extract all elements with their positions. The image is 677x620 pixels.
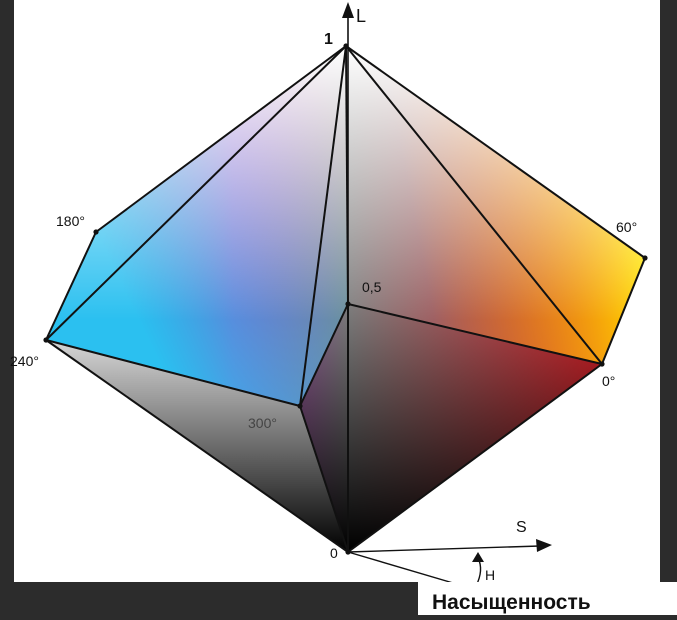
edge-h240-h300: [45, 339, 301, 407]
hue-label-180: 180°: [56, 213, 85, 229]
edge-T-h300: [299, 45, 347, 407]
edge-T-h60: [345, 45, 646, 259]
hue-arc-arrowhead: [472, 552, 484, 562]
face-bottom-dark: [46, 304, 602, 552]
vertex-h240: [43, 337, 49, 343]
axis-label-h: H: [485, 567, 495, 583]
edge-T-h240: [45, 45, 347, 341]
edge-M-h0: [347, 303, 603, 365]
lightness-mark-mid: 0,5: [362, 279, 382, 295]
hue-label-0: 0°: [602, 373, 615, 389]
hue-label-240: 240°: [10, 353, 39, 369]
bicone-edges: [45, 45, 646, 553]
saturation-axis: [347, 545, 541, 553]
vertex-h180: [93, 229, 99, 235]
edge-h300-M: [299, 303, 349, 407]
axis-label-s: S: [516, 519, 527, 536]
edge-T-h0: [345, 45, 603, 365]
face-top-light: [46, 46, 645, 406]
lightness-axis-arrowhead: [342, 2, 354, 18]
saturation-axis-arrowhead: [536, 539, 552, 552]
lightness-mark-top: 1: [324, 31, 333, 48]
edge-h240-h180: [45, 231, 97, 341]
vertex-h60: [642, 255, 648, 261]
edge-h60-h0: [601, 257, 646, 365]
caption: Насыщенность: [432, 591, 591, 614]
hue-label-60: 60°: [616, 219, 637, 235]
edge-h0-B: [347, 363, 603, 553]
caption-strip: [418, 582, 677, 615]
edge-h180-T: [95, 45, 347, 233]
hue-label-300: 300°: [248, 415, 277, 431]
edge-B-h240: [45, 339, 349, 553]
bicone-faces: [46, 46, 645, 552]
edge-h300-B: [299, 405, 349, 553]
vertex-h300: [297, 403, 303, 409]
bicone-vertices: [43, 43, 648, 555]
axis-label-l: L: [356, 6, 366, 26]
vertex-h0: [599, 361, 605, 367]
lightness-mark-bottom: 0: [330, 545, 338, 561]
